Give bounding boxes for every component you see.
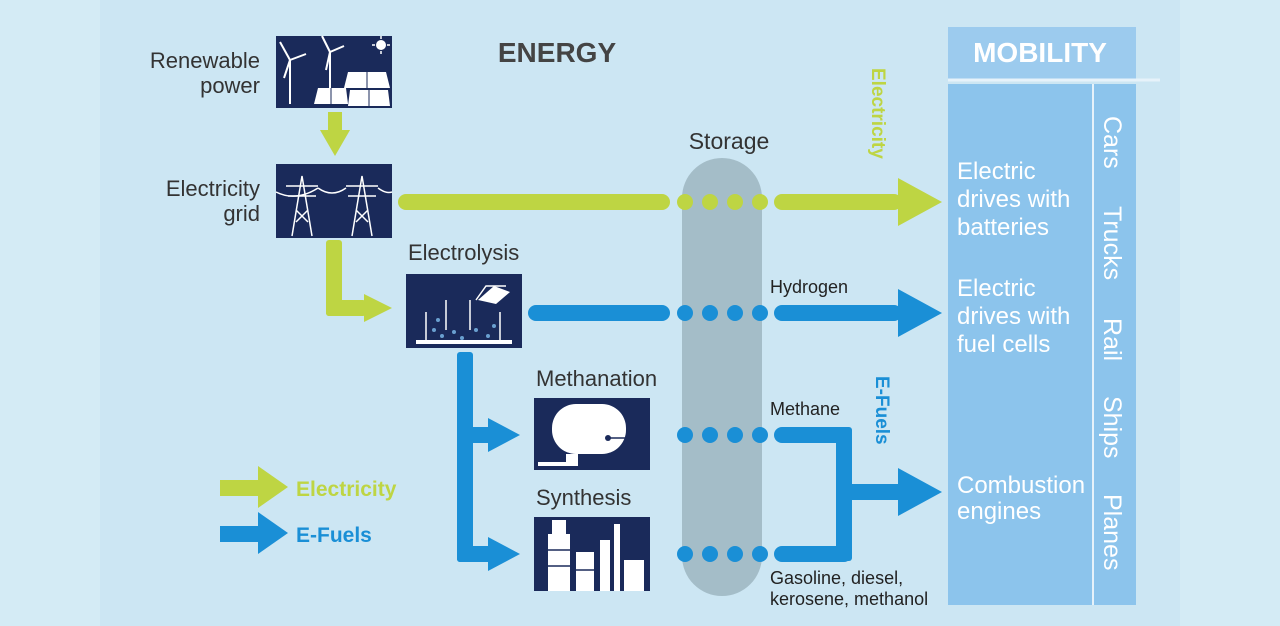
methanation-label: Methanation [536,366,657,391]
legend-electricity-label: Electricity [296,478,397,501]
vehicle-ships: Ships [1098,396,1126,459]
legend-efuels-label: E-Fuels [296,524,372,547]
electricity-flow [320,112,942,322]
mobility-title: MOBILITY [973,37,1107,68]
synthetic-fuels-label-line-2: kerosene, methanol [770,589,928,609]
vehicle-cars: Cars [1098,116,1126,169]
renewable-power-line-2: power [200,73,260,98]
hydrogen-label: Hydrogen [770,277,848,297]
vehicle-trucks: Trucks [1098,206,1126,280]
source-labels: Renewable power Electricity grid [150,48,260,226]
electrolysis-label: Electrolysis [408,240,519,265]
wind-solar-icon [276,35,392,108]
drive-combustion-line-1: Combustion [957,472,1085,499]
mobility-header-box [948,27,1136,79]
methanation-tank-icon [534,398,650,470]
storage-cylinder [682,158,762,596]
legend-efuels: E-Fuels [220,512,372,554]
vehicle-rail: Rail [1098,318,1126,361]
renewable-power-line-1: Renewable [150,48,260,73]
efuels-vertical-label: E-Fuels [871,376,892,445]
vehicle-list: Cars Trucks Rail Ships Planes [1098,116,1126,570]
legend-electricity: Electricity [220,466,397,508]
synthesis-label: Synthesis [536,485,631,510]
storage-label: Storage [689,128,770,154]
drive-types: Electric drives with batteries Electric … [957,158,1085,525]
methane-flow [677,427,942,562]
drive-fuelcell-line-1: Electric [957,275,1036,302]
vehicle-planes: Planes [1098,494,1126,570]
legend: Electricity E-Fuels [220,466,397,554]
energy-title: ENERGY [498,37,617,68]
drive-fuelcell-line-3: fuel cells [957,331,1050,358]
hydrogen-flow [528,289,942,337]
drive-battery-line-3: batteries [957,214,1049,241]
electricity-grid-line-2: grid [223,201,260,226]
drive-battery-line-1: Electric [957,158,1036,185]
power-pylon-icon [275,164,393,238]
synthesis-flow [677,546,768,562]
drive-combustion-line-2: engines [957,498,1041,525]
synthetic-fuels-label-line-1: Gasoline, diesel, [770,568,903,588]
drive-battery-line-2: drives with [957,186,1070,213]
electricity-grid-line-1: Electricity [166,176,260,201]
mobility-panel [948,84,1136,605]
refinery-icon [534,517,650,591]
electricity-vertical-label: Electricity [867,68,888,159]
efuels-branch-flow [457,352,520,571]
drive-fuelcell-line-2: drives with [957,303,1070,330]
methane-label: Methane [770,399,840,419]
electrolysis-tank-icon [406,274,522,348]
